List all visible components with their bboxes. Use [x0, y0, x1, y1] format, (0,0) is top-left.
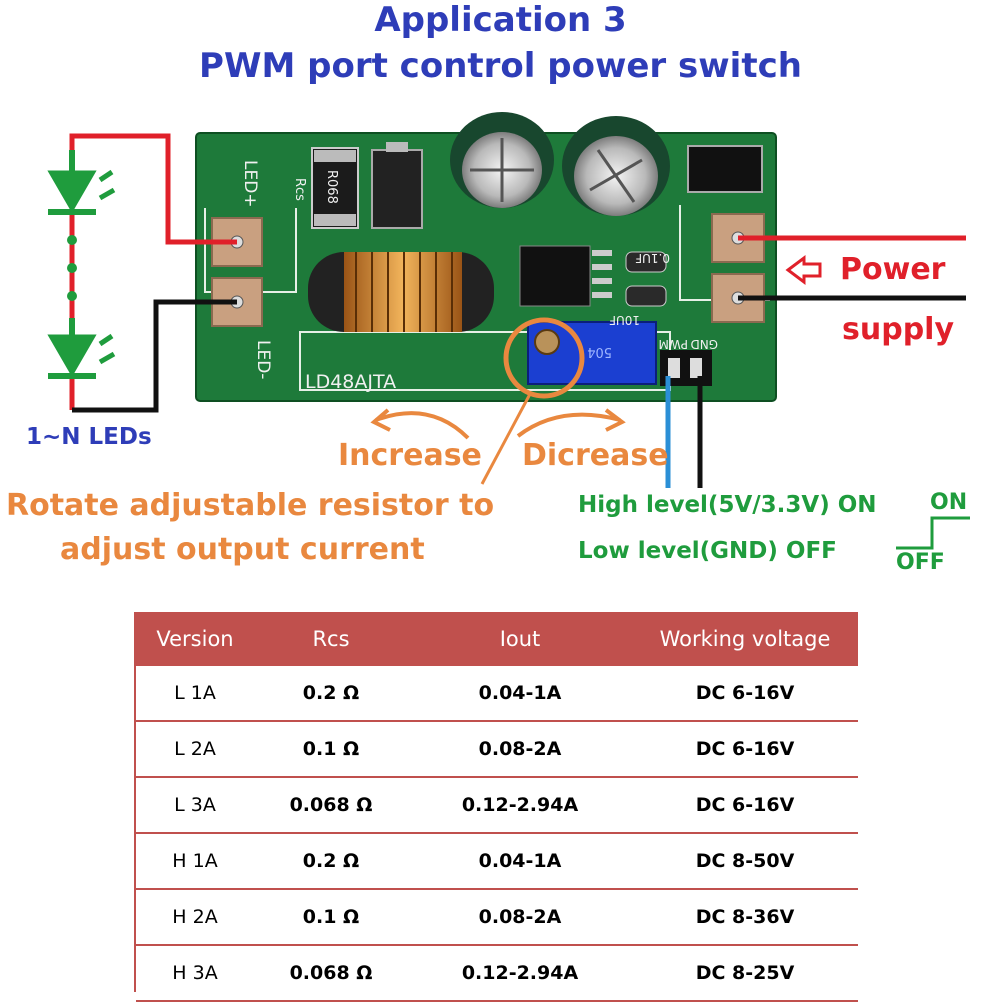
- header-rcs: Rcs: [254, 612, 408, 666]
- pot-marking: 504: [587, 344, 612, 359]
- cell-rcs: 0.1 Ω: [254, 721, 408, 778]
- driver-ic: [519, 245, 591, 307]
- decrease-label: Dicrease: [522, 438, 669, 473]
- table-row: L 3A 0.068 Ω 0.12-2.94A DC 6-16V: [136, 777, 858, 834]
- low-level-label: Low level(GND) OFF: [578, 538, 837, 564]
- decrease-arrow: [516, 412, 621, 438]
- resistor-marking: R068: [324, 170, 339, 204]
- cap-10uf: [625, 285, 667, 307]
- led-wiring: [69, 133, 237, 413]
- led-minus-silk: LED-: [253, 340, 273, 379]
- table-header-row: Version Rcs Iout Working voltage: [136, 612, 858, 666]
- cell-version: L 2A: [136, 721, 254, 778]
- arrow-left-icon: [785, 255, 822, 285]
- pwm-silk: PWM: [659, 337, 688, 351]
- pcb-board: LED+ LED- Rcs R068 0.1UF 10UF LD48AJTA 5…: [195, 112, 777, 402]
- increase-label: Increase: [338, 438, 482, 473]
- cap-0-1uf: [625, 251, 667, 273]
- cell-iout: 0.04-1A: [408, 833, 632, 890]
- increase-arrow: [375, 411, 470, 440]
- cell-iout: 0.04-1A: [408, 666, 632, 722]
- capacitor-2: [562, 116, 670, 216]
- cell-version: L 1A: [136, 666, 254, 722]
- gnd-silk: GND: [690, 337, 718, 351]
- cell-iout: 0.08-2A: [408, 721, 632, 778]
- cell-iout: 0.12-2.94A: [408, 777, 632, 834]
- cell-voltage: DC 6-16V: [632, 721, 858, 778]
- high-level-label: High level(5V/3.3V) ON: [578, 492, 877, 518]
- cell-voltage: DC 6-16V: [632, 777, 858, 834]
- cap2-silk: 10UF: [609, 313, 640, 327]
- adjust-note-line1: Rotate adjustable resistor to: [6, 488, 495, 523]
- part-number: LD48AJTA: [305, 371, 396, 393]
- adjust-note-line2: adjust output current: [60, 532, 425, 567]
- header-iout: Iout: [408, 612, 632, 666]
- cell-iout: 0.08-2A: [408, 889, 632, 946]
- pwm-waveform: [896, 516, 970, 550]
- cell-version: H 1A: [136, 833, 254, 890]
- table-row: H 1A 0.2 Ω 0.04-1A DC 8-50V: [136, 833, 858, 890]
- table-row: H 3A 0.068 Ω 0.12-2.94A DC 8-25V: [136, 945, 858, 1002]
- leds-label: 1~N LEDs: [26, 424, 152, 450]
- cell-version: H 3A: [136, 945, 254, 1002]
- cell-rcs: 0.068 Ω: [254, 777, 408, 834]
- page-title: Application 3: [374, 0, 627, 40]
- table-row: H 2A 0.1 Ω 0.08-2A DC 8-36V: [136, 889, 858, 946]
- page-subtitle: PWM port control power switch: [199, 46, 802, 86]
- cell-voltage: DC 6-16V: [632, 666, 858, 722]
- cell-rcs: 0.068 Ω: [254, 945, 408, 1002]
- led-chain-dots: [67, 235, 77, 301]
- cell-version: L 3A: [136, 777, 254, 834]
- led-plus-silk: LED+: [240, 160, 260, 208]
- table-left-edge: [134, 612, 136, 992]
- input-diode: [687, 145, 763, 193]
- cell-rcs: 0.2 Ω: [254, 666, 408, 722]
- cell-voltage: DC 8-25V: [632, 945, 858, 1002]
- wiring-diagram: LED+ LED- Rcs R068 0.1UF 10UF LD48AJTA 5…: [47, 112, 970, 550]
- cap1-silk: 0.1UF: [635, 251, 670, 265]
- schottky-diode: [371, 149, 423, 229]
- capacitor-1: [450, 112, 554, 208]
- power-label: Power: [840, 252, 946, 287]
- waveform-off-label: OFF: [896, 550, 945, 575]
- cell-voltage: DC 8-36V: [632, 889, 858, 946]
- supply-label: supply: [842, 312, 955, 347]
- header-working-voltage: Working voltage: [632, 612, 858, 666]
- cell-version: H 2A: [136, 889, 254, 946]
- pot-highlight-circle: [503, 317, 585, 399]
- cell-rcs: 0.2 Ω: [254, 833, 408, 890]
- cell-rcs: 0.1 Ω: [254, 889, 408, 946]
- pot-pointer-line: [480, 393, 532, 485]
- potentiometer: [527, 321, 657, 385]
- led-symbol-bottom: [47, 318, 116, 379]
- version-spec-table: Version Rcs Iout Working voltage L 1A 0.…: [136, 612, 858, 1002]
- cell-voltage: DC 8-50V: [632, 833, 858, 890]
- header-version: Version: [136, 612, 254, 666]
- table-row: L 1A 0.2 Ω 0.04-1A DC 6-16V: [136, 666, 858, 722]
- inductor: [308, 252, 494, 332]
- table-row: L 2A 0.1 Ω 0.08-2A DC 6-16V: [136, 721, 858, 778]
- cell-iout: 0.12-2.94A: [408, 945, 632, 1002]
- led-symbol-top: [47, 150, 116, 215]
- waveform-on-label: ON: [930, 490, 968, 515]
- rcs-silk: Rcs: [292, 178, 307, 201]
